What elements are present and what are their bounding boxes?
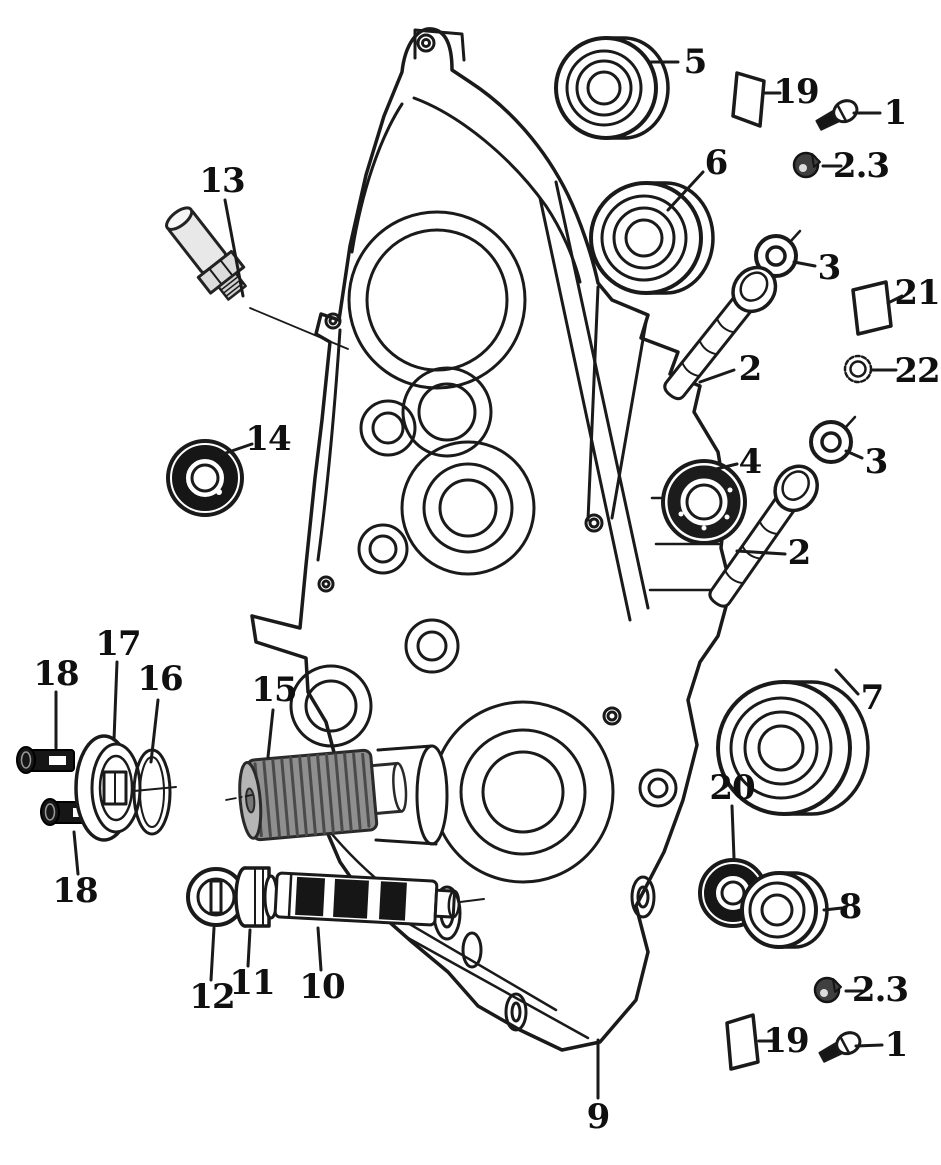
part-washer-3-bottom	[809, 415, 857, 464]
part-washer-3-top	[754, 229, 802, 278]
part-shim-19-bottom	[725, 1013, 760, 1071]
part-cap-nut-23-bottom	[813, 976, 842, 1004]
part-sensor-13	[165, 206, 247, 301]
part-bolt-head-12	[186, 867, 246, 927]
shaft-10-axis-line	[459, 898, 485, 903]
part-bolt-18-top	[16, 746, 75, 774]
part-nut-22	[843, 354, 873, 384]
part-cap-17	[74, 734, 142, 842]
part-shim-21	[851, 280, 893, 336]
part-bearing-8	[740, 871, 829, 949]
part-screw-1-top	[815, 99, 859, 131]
part-bolt-2-top	[663, 265, 778, 401]
part-bearing-5	[554, 36, 670, 140]
part-o-ring-16	[132, 748, 177, 836]
part-nut-11	[234, 866, 279, 928]
part-bearing-4	[661, 459, 747, 545]
part-cap-nut-23-top	[792, 151, 821, 179]
part-bearing-6	[589, 181, 715, 295]
part-screw-1-bottom	[818, 1031, 862, 1063]
part-oil-filter-15	[238, 748, 408, 842]
part-oil-seal-14	[166, 439, 244, 517]
leader-lines	[54, 60, 904, 1100]
part-shaft-10	[273, 871, 461, 927]
part-shim-19-top	[731, 71, 766, 128]
part-bearing-7	[716, 680, 870, 816]
